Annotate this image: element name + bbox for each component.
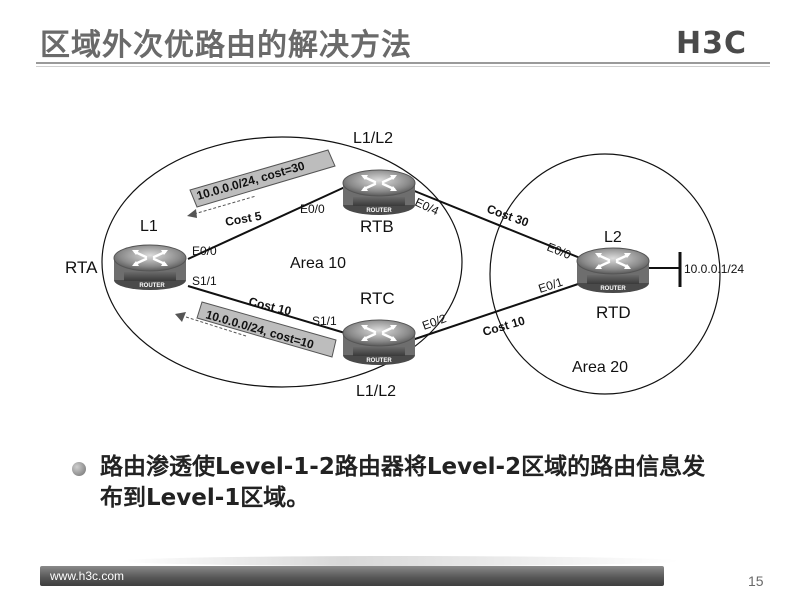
link-rtb-rtd — [411, 189, 591, 263]
cost-rtb-rtd: Cost 30 — [485, 202, 531, 230]
router-rtc-name: RTC — [360, 289, 395, 308]
h3c-logo: H3C — [676, 26, 747, 61]
page-number: 15 — [748, 573, 764, 589]
router-rtc: ROUTER — [341, 318, 417, 367]
area-20-label: Area 20 — [572, 359, 628, 376]
router-rtc-level: L1/L2 — [356, 383, 396, 400]
router-rtb: ROUTER — [341, 168, 417, 217]
slide-title: 区域外次优路由的解决方法 — [40, 28, 412, 63]
router-rtd-name: RTD — [596, 303, 631, 322]
router-rtd: ROUTER — [575, 246, 651, 295]
cost-rta-rtc: Cost 10 — [247, 294, 293, 318]
router-rta-badge: ROUTER — [139, 283, 165, 289]
router-rta: ROUTER — [112, 243, 188, 292]
footer-url[interactable]: www.h3c.com — [50, 569, 125, 583]
router-rta-level: L1 — [140, 218, 158, 235]
router-rtd-level: L2 — [604, 229, 622, 246]
router-rtc-badge: ROUTER — [366, 358, 392, 364]
area-10-boundary — [101, 136, 463, 388]
if-rta-s11: S1/1 — [192, 274, 217, 288]
if-rtb-e00: E0/0 — [300, 202, 325, 216]
link-rta-rtc — [187, 285, 346, 334]
router-rtb-badge: ROUTER — [366, 208, 392, 214]
if-rtc-s11: S1/1 — [312, 314, 337, 328]
bullet-icon — [72, 462, 86, 476]
area-20-boundary — [489, 153, 721, 395]
router-rtb-name: RTB — [360, 217, 394, 236]
route-ad-lower: 10.0.0.0/24, cost=10 — [175, 301, 337, 358]
router-rta-name: RTA — [65, 258, 98, 277]
if-rta-e00: E0/0 — [192, 244, 217, 258]
route-ad-upper-text: 10.0.0.0/24, cost=30 — [195, 159, 307, 203]
cost-rtc-rtd: Cost 10 — [481, 313, 527, 338]
link-rta-rtb — [187, 186, 346, 260]
cost-rta-rtb: Cost 5 — [224, 209, 263, 229]
link-rtc-rtd — [411, 279, 591, 341]
router-rtb-level: L1/L2 — [353, 130, 393, 147]
bullet-text: 路由渗透使Level-1-2路由器将Level-2区域的路由信息发布到Level… — [100, 454, 706, 511]
router-rtd-badge: ROUTER — [600, 286, 626, 292]
area-10-label: Area 10 — [290, 255, 346, 272]
footer-decoration — [120, 556, 680, 566]
title-rule-thin — [36, 66, 770, 67]
title-rule — [36, 62, 770, 64]
footer-bar — [40, 566, 664, 586]
network-address: 10.0.0.1/24 — [684, 262, 744, 276]
if-rtd-e00: E0/0 — [545, 240, 573, 262]
